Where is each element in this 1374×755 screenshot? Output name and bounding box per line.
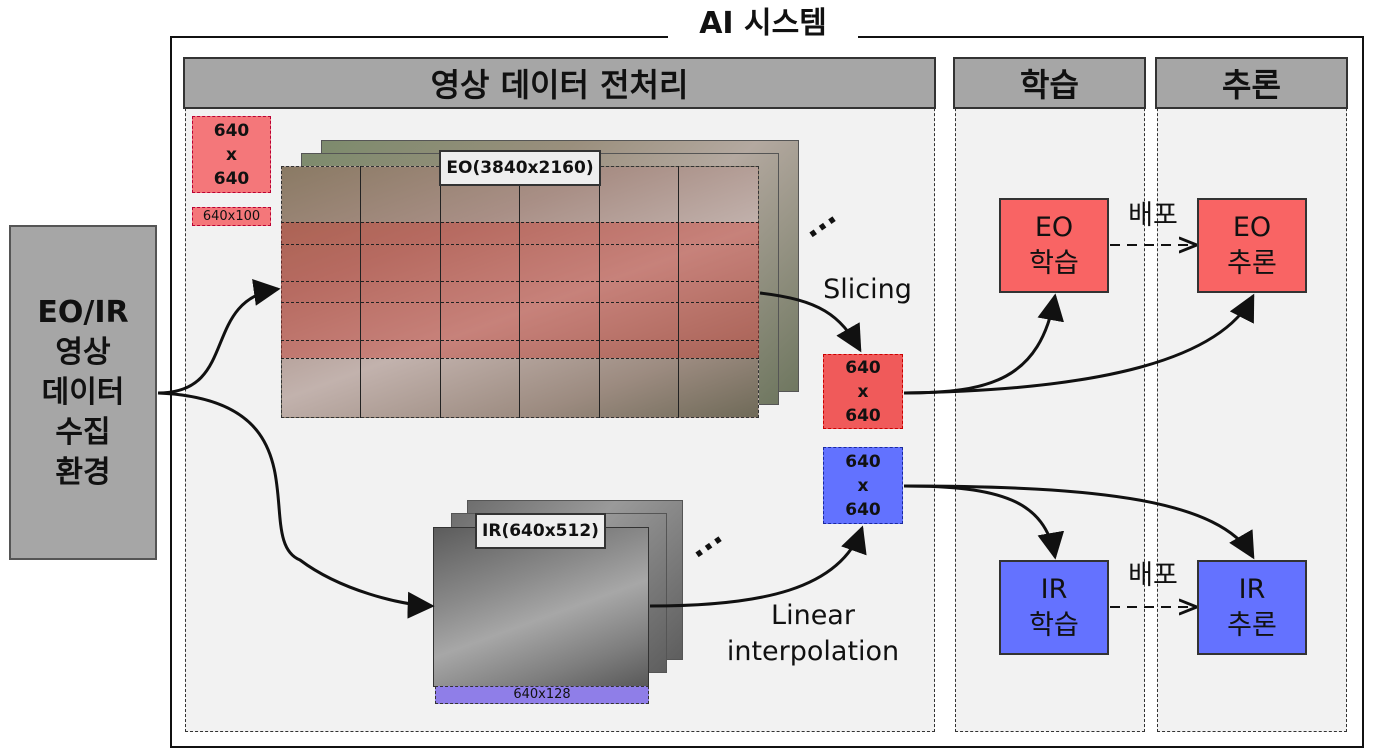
- eo-grid-line: [281, 244, 759, 245]
- arrow-source-to-ir: [157, 391, 435, 619]
- eo-grid-line: [281, 340, 759, 341]
- eo-chip-640: 640 x 640: [823, 354, 903, 429]
- arrow-ir-interpolation: [649, 525, 867, 608]
- ir-chip-640: 640 x 640: [823, 447, 903, 524]
- training-header: 학습: [953, 57, 1146, 109]
- linear-interpolation-label: Linear interpolation: [726, 600, 900, 667]
- preprocess-header: 영상 데이터 전처리: [183, 57, 936, 109]
- eo-grid-line: [519, 166, 520, 418]
- tile-size-legend: 640 x 640: [192, 116, 271, 193]
- eo-grid-line: [440, 166, 441, 418]
- ir-training-box: IR 학습: [999, 560, 1109, 655]
- strip-size-legend: 640x100: [192, 207, 271, 226]
- arrow-source-to-eo: [157, 279, 281, 395]
- eo-grid-line: [360, 166, 361, 418]
- eo-grid-line: [599, 166, 600, 418]
- eo-grid-line: [678, 166, 679, 418]
- eo-deploy-label: 배포: [1128, 200, 1178, 231]
- arrow-ir-chip-to-inference: [903, 484, 1255, 560]
- ir-image-label: IR(640x512): [475, 513, 606, 549]
- eo-image-label: EO(3840x2160): [439, 150, 601, 186]
- eo-grid-line: [281, 358, 759, 359]
- system-title: AI 시스템: [668, 4, 858, 44]
- arrow-eo-chip-to-training: [903, 293, 1065, 395]
- eo-grid-line: [281, 222, 759, 223]
- data-collection-environment: EO/IR 영상 데이터 수집 환경: [9, 225, 157, 560]
- slicing-label: Slicing: [823, 274, 912, 305]
- arrow-eo-slicing: [759, 291, 862, 353]
- inference-header: 추론: [1155, 57, 1348, 109]
- eo-grid-line: [281, 281, 759, 282]
- ir-deploy-label: 배포: [1128, 560, 1178, 591]
- eo-training-box: EO 학습: [999, 198, 1109, 293]
- eo-inference-box: EO 추론: [1197, 198, 1307, 293]
- arrow-eo-chip-to-inference: [903, 293, 1255, 395]
- ir-inference-box: IR 추론: [1197, 560, 1307, 655]
- arrow-ir-chip-to-training: [903, 484, 1065, 560]
- eo-grid-line: [281, 302, 759, 303]
- data-collection-label: EO/IR 영상 데이터 수집 환경: [37, 294, 129, 490]
- ir-strip-size-label: 640x128: [435, 686, 649, 704]
